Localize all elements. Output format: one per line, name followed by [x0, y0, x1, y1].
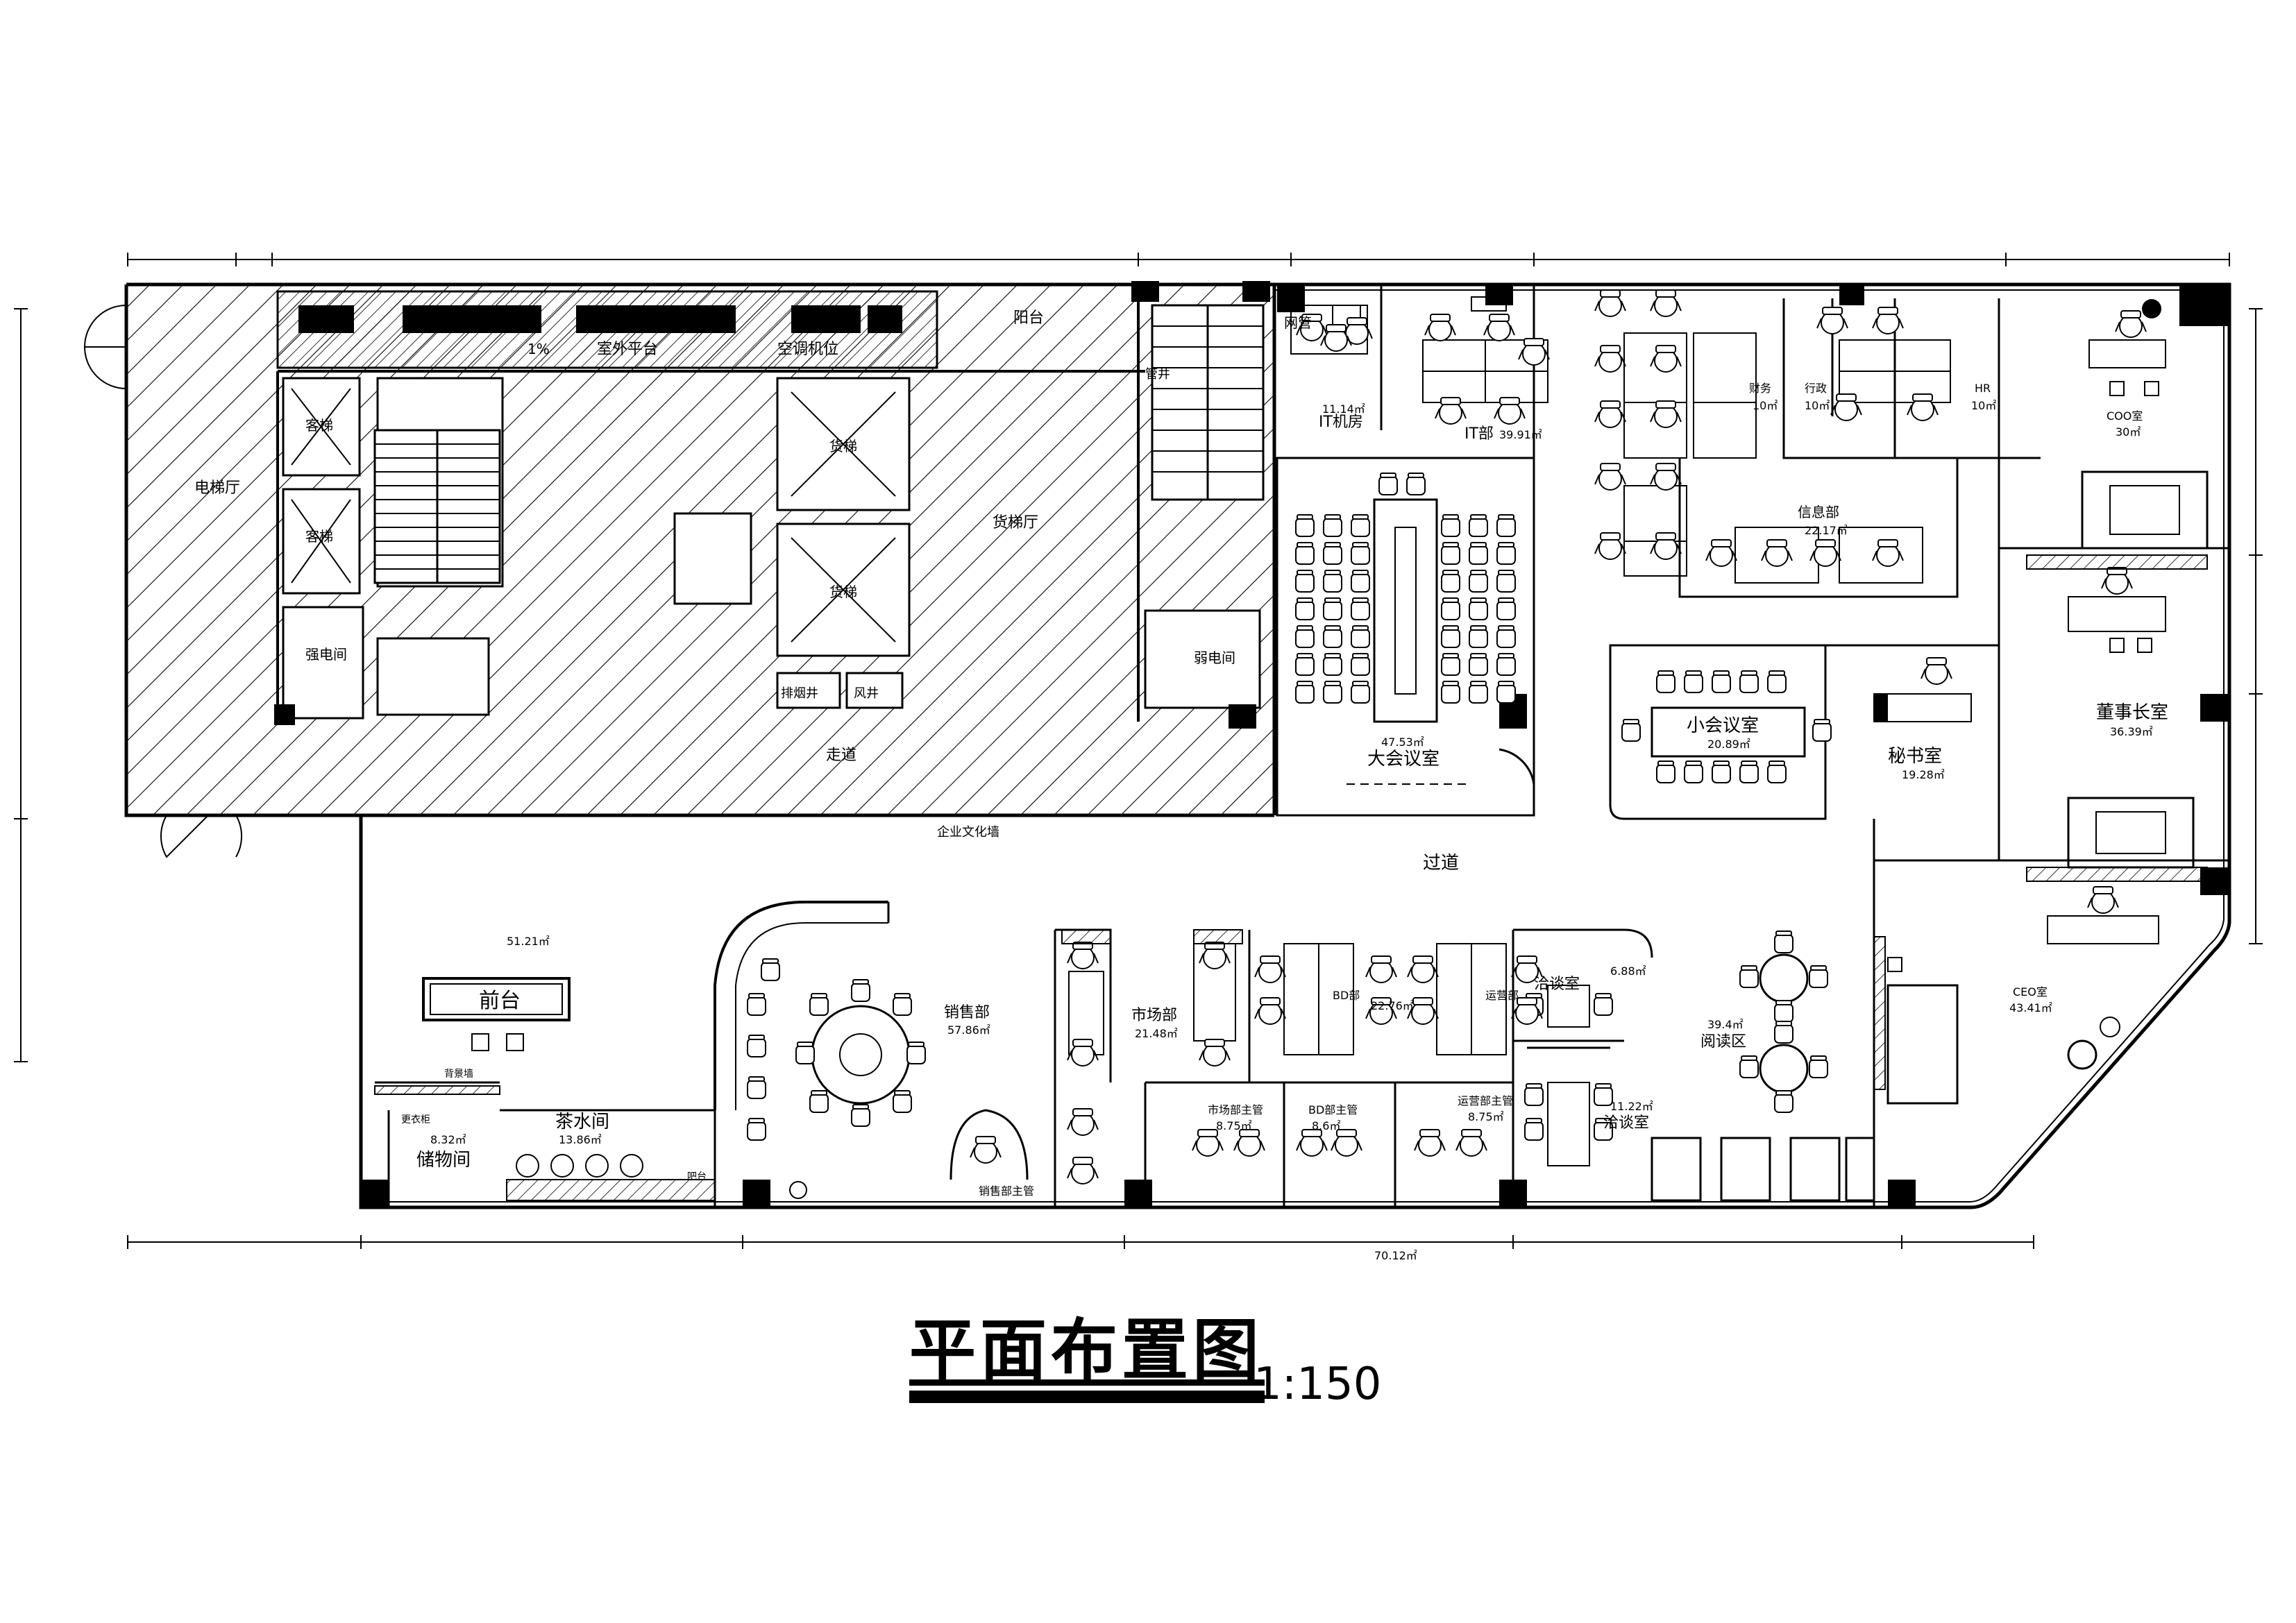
executive-furniture — [1873, 554, 2208, 882]
label-bd-mgr: BD部主管 — [1308, 1103, 1358, 1116]
label-market: 市场部 — [1131, 1007, 1177, 1024]
label-ceo: CEO室 — [2013, 985, 2048, 999]
title-underline-thin — [909, 1379, 1265, 1386]
label-tea-area: 13.86㎡ — [559, 1133, 602, 1146]
label-market-mgr: 市场部主管 — [1208, 1103, 1263, 1116]
sales-bd-furniture — [747, 929, 1543, 1184]
label-hr-area: 10㎡ — [1971, 399, 1996, 412]
label-elevator-d: 货梯 — [829, 584, 857, 600]
dimension-lines — [14, 253, 2263, 1249]
label-bd: BD部 — [1333, 989, 1360, 1002]
label-sales: 销售部 — [944, 1004, 990, 1021]
label-backdrop: 背景墙 — [444, 1069, 473, 1080]
drawing-scale: 1:150 — [1253, 1359, 1382, 1410]
negotiation-furniture — [1524, 985, 1613, 1166]
reception-furniture — [374, 977, 807, 1201]
label-it-dept-area: 39.91㎡ — [1499, 428, 1542, 441]
label-finance: 财务 — [1749, 382, 1771, 395]
label-locker: 更衣柜 — [401, 1114, 430, 1125]
coo-furniture — [2081, 299, 2209, 550]
label-sales-area: 57.86㎡ — [947, 1023, 990, 1037]
label-sales-mgr: 销售部主管 — [979, 1184, 1034, 1198]
label-it-room: IT机房 — [1319, 414, 1363, 431]
label-bd-mgr-area: 8.6㎡ — [1312, 1119, 1340, 1132]
label-coo: COO室 — [2107, 409, 2143, 423]
title-underline-thick — [909, 1391, 1265, 1403]
label-storage-area: 8.32㎡ — [430, 1133, 466, 1146]
label-chairman-area: 36.39㎡ — [2110, 725, 2153, 738]
label-air-shaft: 风井 — [854, 686, 879, 701]
label-ops-mgr-area: 8.75㎡ — [1468, 1110, 1504, 1123]
label-elevator-c: 货梯 — [829, 438, 857, 454]
label-admin-area: 10㎡ — [1805, 399, 1830, 412]
open-office-desks — [1594, 289, 1951, 584]
label-balcony: 阳台 — [1013, 309, 1044, 327]
label-elevator-a: 客梯 — [305, 417, 333, 434]
label-counter: 吧台 — [687, 1171, 707, 1182]
label-network: 网管 — [1284, 314, 1312, 331]
label-elevator-hall: 电梯厅 — [194, 479, 240, 497]
label-market-mgr-area: 8.75㎡ — [1216, 1119, 1252, 1132]
label-stair-hall: 货梯厅 — [993, 514, 1038, 532]
label-bd-area: 22.76㎡ — [1371, 999, 1414, 1012]
label-ops: 运营部 — [1485, 989, 1519, 1002]
label-nego2: 洽谈室 — [1603, 1114, 1649, 1132]
label-lobby-area: 51.21㎡ — [507, 935, 550, 948]
label-info: 信息部 — [1798, 504, 1839, 520]
ceo-furniture — [1873, 886, 2159, 1105]
label-electric-room: 强电间 — [305, 646, 347, 663]
label-market-area: 21.48㎡ — [1135, 1027, 1178, 1040]
label-coo-area: 30㎡ — [2116, 425, 2141, 439]
label-outdoor-platform: 室外平台 — [597, 341, 658, 358]
label-reception: 前台 — [479, 989, 521, 1013]
label-smoke-exhaust: 排烟井 — [781, 686, 818, 701]
big-meeting-table — [1295, 473, 1516, 785]
label-it-dept: IT部 — [1464, 425, 1494, 443]
label-info-area: 22.17㎡ — [1805, 524, 1848, 537]
label-small-meeting-area: 20.89㎡ — [1707, 738, 1750, 751]
label-reading: 阅读区 — [1700, 1033, 1746, 1051]
label-small-meeting: 小会议室 — [1687, 715, 1759, 736]
label-pipe-shaft: 管井 — [1145, 367, 1170, 382]
label-slope: 1% — [527, 341, 550, 357]
label-nego1: 洽谈室 — [1534, 976, 1580, 993]
small-meeting-furniture — [1621, 670, 1832, 783]
label-secretary-area: 19.28㎡ — [1902, 768, 1945, 781]
label-finance-area: 10㎡ — [1753, 399, 1778, 412]
label-big-meeting-area: 47.53㎡ — [1381, 736, 1424, 749]
building-core — [83, 281, 1276, 858]
label-elevator-b: 客梯 — [305, 528, 333, 545]
label-it-room-area: 11.14㎡ — [1322, 402, 1365, 416]
label-storage: 储物间 — [416, 1150, 471, 1171]
label-admin: 行政 — [1805, 382, 1827, 395]
label-secretary: 秘书室 — [1888, 746, 1942, 767]
reading-furniture — [1651, 931, 1875, 1202]
it-area — [1290, 296, 1550, 425]
drawing-title: 平面布置图 — [909, 1311, 1263, 1389]
label-ac-unit: 空调机位 — [777, 341, 838, 358]
label-nego1-area: 6.88㎡ — [1610, 965, 1646, 978]
label-chairman: 董事长室 — [2096, 702, 2168, 723]
label-total-area: 70.12㎡ — [1374, 1249, 1417, 1262]
label-ceo-area: 43.41㎡ — [2009, 1001, 2052, 1014]
label-tea: 茶水间 — [555, 1112, 609, 1132]
label-reading-area: 39.4㎡ — [1707, 1018, 1744, 1031]
label-culture-wall: 企业文化墙 — [937, 825, 999, 840]
label-corridor: 走道 — [826, 747, 856, 764]
label-hr: HR — [1975, 382, 1991, 395]
label-weak-room: 弱电间 — [1194, 649, 1235, 666]
label-big-meeting: 大会议室 — [1367, 749, 1440, 770]
label-nego2-area: 11.22㎡ — [1610, 1100, 1653, 1113]
label-aisle: 过道 — [1423, 853, 1459, 874]
partitions — [360, 284, 2229, 1207]
label-ops-mgr: 运营部主管 — [1458, 1094, 1513, 1107]
